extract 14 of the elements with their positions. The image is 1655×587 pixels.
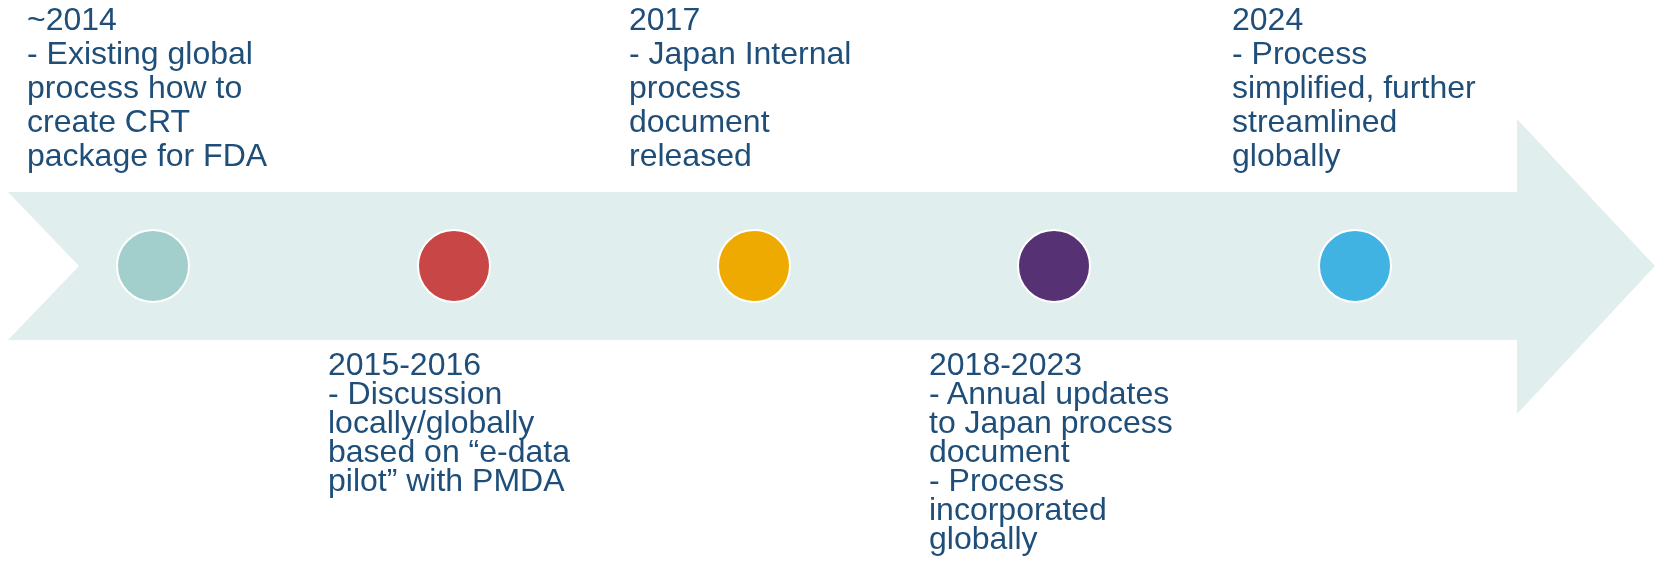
milestone-circle	[1017, 229, 1091, 303]
milestone-description: - Japan Internal process document released	[629, 36, 853, 172]
year-label: ~2014	[27, 2, 118, 36]
year-label: 2024	[1232, 2, 1305, 36]
year-label: 2017	[629, 2, 702, 36]
milestone-circle	[1318, 229, 1392, 303]
milestone-description: - Existing global process how to create CRT package for FDA	[27, 36, 269, 172]
milestone-description: - Process simplified, further streamlined globally	[1232, 36, 1477, 172]
milestone-circle	[717, 229, 791, 303]
year-label: 2015-2016	[328, 350, 482, 379]
milestone-circle	[116, 229, 190, 303]
milestone-description: - Annual updates to Japan process document	[929, 379, 1174, 466]
year-label: 2018-2023	[929, 350, 1083, 379]
milestone-circle	[417, 229, 491, 303]
